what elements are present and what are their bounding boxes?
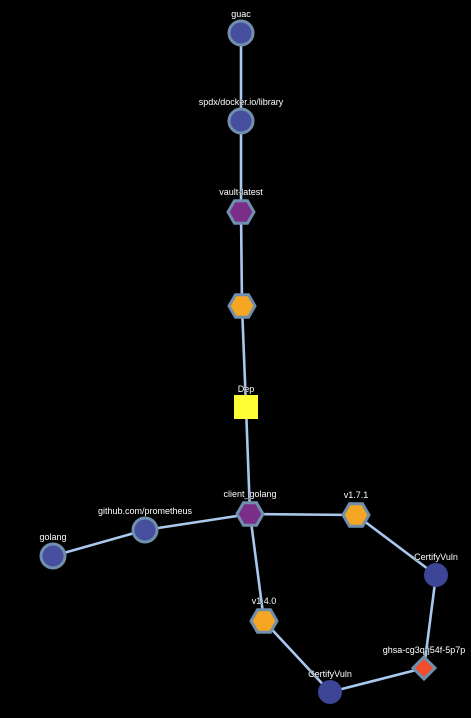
node-label-dep: Dep	[238, 384, 255, 394]
edge-v140-to-cv2	[262, 619, 332, 694]
node-label-v171: v1.7.1	[344, 490, 369, 500]
node-label-vault: vault-latest	[219, 187, 263, 197]
node-vault-hexagon-shape[interactable]	[226, 199, 256, 225]
node-client-hexagon-shape[interactable]	[235, 501, 265, 527]
node-dep[interactable]: Dep	[234, 384, 258, 419]
node-v171[interactable]: v1.7.1	[341, 490, 371, 528]
edge-client-to-v140	[248, 512, 266, 623]
node-spdx[interactable]: spdx/docker.io/library	[198, 97, 284, 135]
node-golang-circle-shape[interactable]	[39, 542, 67, 570]
node-v140[interactable]: v1.4.0	[249, 596, 279, 634]
node-label-v140: v1.4.0	[252, 596, 277, 606]
node-guac[interactable]: guac	[227, 9, 255, 47]
edge-dep-to-client	[244, 405, 252, 516]
node-vault[interactable]: vault-latest	[219, 187, 264, 225]
edge-vault-to-vault-ver	[239, 210, 244, 308]
node-spdx-circle-shape[interactable]	[227, 107, 255, 135]
node-label-cv1: CertifyVuln	[414, 552, 458, 562]
node-cv2[interactable]: CertifyVuln	[308, 669, 352, 704]
edge-vault-ver-to-dep	[240, 304, 248, 409]
node-v171-hexagon-shape[interactable]	[341, 502, 371, 528]
node-cv1[interactable]: CertifyVuln	[414, 552, 458, 587]
node-label-client: client_golang	[223, 489, 276, 499]
node-golang[interactable]: golang	[39, 532, 67, 570]
node-vault-ver[interactable]	[227, 293, 257, 319]
edge-client-to-prom	[143, 512, 252, 532]
edge-cv1-to-ghsa	[422, 573, 438, 670]
edge-client-to-v171	[248, 512, 358, 517]
edge-v171-to-cv1	[354, 513, 438, 577]
node-v140-hexagon-shape[interactable]	[249, 608, 279, 634]
node-dep-square-shape[interactable]	[234, 395, 258, 419]
node-label-guac: guac	[231, 9, 251, 19]
edge-prom-to-golang	[51, 528, 147, 558]
edges-layer	[51, 31, 438, 694]
node-client[interactable]: client_golang	[223, 489, 277, 527]
node-cv1-circle-shape[interactable]	[424, 563, 448, 587]
node-label-ghsa: ghsa-cg3q-j54f-5p7p	[383, 645, 466, 655]
node-vault-ver-hexagon-shape[interactable]	[227, 293, 257, 319]
node-label-prom: github.com/prometheus	[98, 506, 193, 516]
node-ghsa-diamond-shape[interactable]	[410, 654, 438, 682]
node-ghsa[interactable]: ghsa-cg3q-j54f-5p7p	[382, 645, 466, 682]
nodes-layer: guac spdx/docker.io/library vault-latestDe…	[39, 9, 466, 704]
node-cv2-circle-shape[interactable]	[318, 680, 342, 704]
node-prom[interactable]: github.com/prometheus	[98, 506, 193, 544]
node-prom-circle-shape[interactable]	[131, 516, 159, 544]
node-label-spdx: spdx/docker.io/library	[199, 97, 284, 107]
node-label-golang: golang	[39, 532, 66, 542]
node-guac-circle-shape[interactable]	[227, 19, 255, 47]
node-label-cv2: CertifyVuln	[308, 669, 352, 679]
edge-cv2-to-ghsa	[328, 666, 426, 694]
